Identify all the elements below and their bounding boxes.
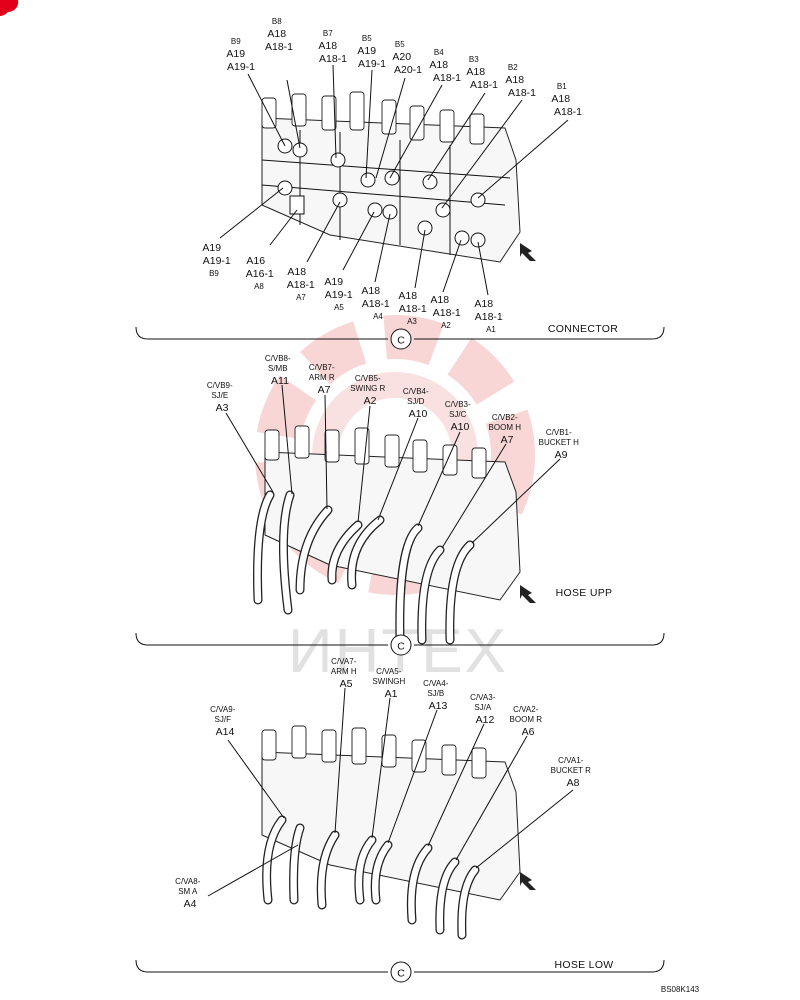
label-c-va9: C/VA9- SJ/F A14 [210,699,240,738]
view-marker-hose-low: C [397,968,405,980]
label-c-vb3: C/VB3- SJ/C A10 [445,394,475,433]
lower-hose-leaders [207,687,574,897]
connector-section-bracket: C [135,326,665,350]
label-c-vb7: C/VB7- ARM R A7 [309,357,339,396]
upper-hose-leaders [225,384,561,549]
direction-arrow-icon [520,585,536,603]
label-a19-a5: A19 A19-1 A5 [324,272,357,312]
label-c-va8: C/VA8- SM A A4 [175,871,205,910]
view-marker-hose-upp: C [397,641,405,653]
label-b5-a19: B5 A19 A19-1 [357,28,386,70]
label-a18-a4: A18 A18-1 A4 [361,281,394,321]
label-c-vb8: C/VB8- S/MB A11 [265,348,295,387]
label-c-vb9: C/VB9- SJ/E A3 [207,375,237,414]
label-a18-a1: A18 A18-1 A1 [474,294,507,334]
label-c-va2: C/VA2- BOOM R A6 [510,699,547,738]
label-c-va5: C/VA5- SWINGH A1 [372,661,409,700]
hose-low-section: C/VA7- ARM H A5 C/VA5- SWINGH A1 C/VA4- … [135,651,665,983]
label-c-va7: C/VA7- ARM H A5 [331,651,361,690]
connector-leader-lines [219,64,569,296]
label-a18-a2: A18 A18-1 A2 [430,290,465,330]
label-b3: B3 A18 A18-1 [466,49,498,91]
label-a18-a7: A18 A18-1 A7 [287,262,319,302]
hose-upp-section: C/VB9- SJ/E A3 C/VB8- S/MB A11 C/VB7- AR… [135,348,665,656]
label-b7: B7 A18 A18-1 [318,23,347,65]
connector-section: B8 A18 A18-1 B9 A19 A19-1 B7 A18 A18-1 B… [135,11,665,350]
figure-code: BS08K143 [661,985,700,994]
label-b5-a20: B5 A20 A20-1 [392,34,422,76]
lower-hoses [262,815,480,940]
label-c-va4: C/VA4- SJ/B A13 [423,673,453,712]
label-b4: B4 A18 A18-1 [429,42,461,84]
view-marker-connector: C [397,335,405,347]
label-c-vb5: C/VB5- SWING R A2 [350,368,390,407]
label-b8: B8 A18 A18-1 [265,11,293,53]
label-c-va3: C/VA3- SJ/A A12 [470,687,500,726]
label-c-vb4: C/VB4- SJ/D A10 [403,381,433,420]
valve-body-hose-low [261,725,521,901]
label-c-vb2: C/VB2- BOOM H A7 [489,407,526,446]
upper-hoses [253,490,475,645]
label-a19-b9: A19 A19-1 B9 [202,238,235,278]
section-title-connector: CONNECTOR [548,323,618,335]
direction-arrow-icon [520,872,536,890]
section-title-hose-upp: HOSE UPP [556,587,613,599]
label-b2: B2 A18 A18-1 [505,57,536,99]
section-title-hose-low: HOSE LOW [555,959,614,971]
label-c-va1: C/VA1- BUCKET R A8 [551,750,596,789]
direction-arrow-icon [520,243,536,261]
corner-badge [0,0,19,16]
hose-upp-section-bracket: C [135,632,665,656]
connector-fittings [277,138,486,248]
hose-low-section-bracket: C [135,959,665,983]
label-b1: B1 A18 A18-1 [551,76,582,118]
label-a18-a3: A18 A18-1 A3 [398,286,431,326]
label-c-vb1: C/VB1- BUCKET H A9 [539,422,584,461]
label-b9: B9 A19 A19-1 [226,31,255,73]
label-a16: A16 A16-1 A8 [246,251,278,291]
